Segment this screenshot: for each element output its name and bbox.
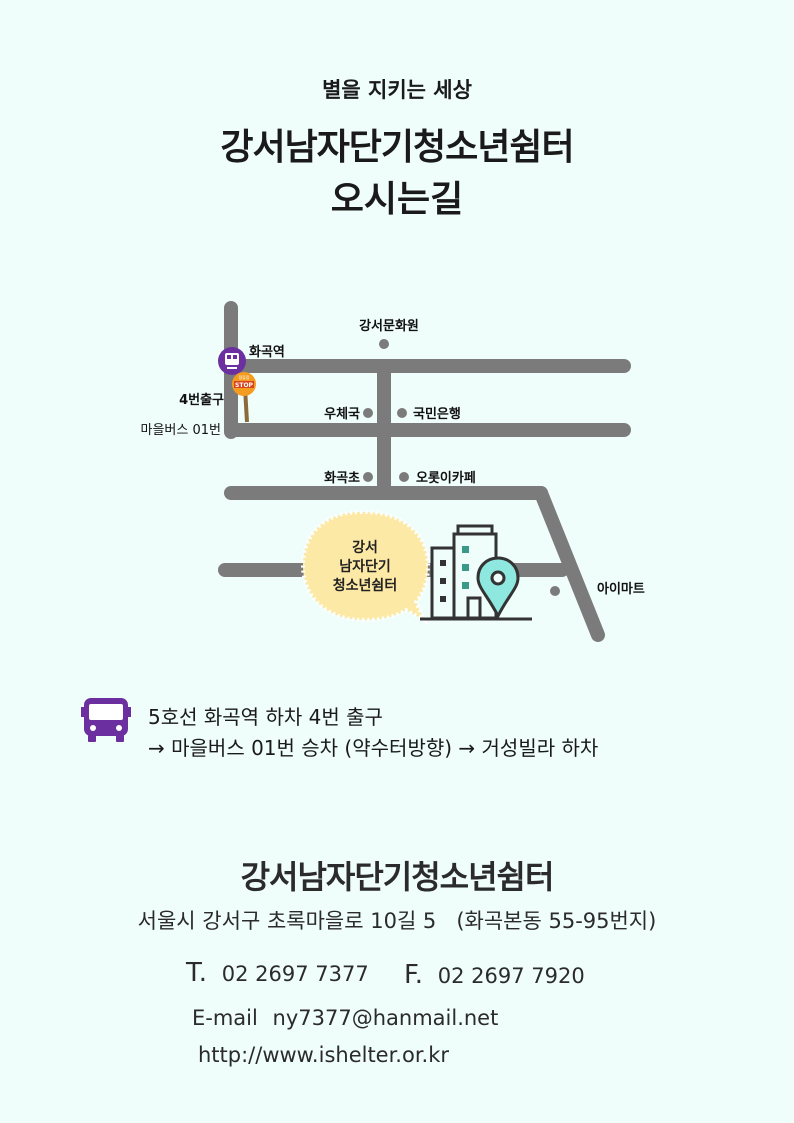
fax-number: 02 2697 7920 [437,964,585,988]
route-line-2: → 마을버스 01번 승차 (약수터방향) → 거성빌라 하차 [148,736,599,760]
subway-station-icon [218,347,246,375]
stop-sign-text: STOP [235,382,254,389]
page-title: 강서남자단기청소년쉼터 [220,127,574,168]
directions-map: 화곡역 STOP 정류장 4번출구 마을버스 01번 강서문화원 우체국 국민은… [141,301,645,642]
stop-sign-top-text: 정류장 [238,374,249,380]
landmark-dot [399,472,409,482]
bubble-line-1: 강서 [352,539,378,556]
route-description: 5호선 화곡역 하차 4번 출구 → 마을버스 01번 승차 (약수터방향) →… [148,702,598,764]
label-post-office: 우체국 [324,407,360,422]
label-exit4: 4번출구 [179,392,224,408]
tel-number: 02 2697 7377 [221,962,369,986]
address: 서울시 강서구 초록마을로 10길 5 (화곡본동 55-95번지) [137,909,657,933]
subtitle: 별을 지키는 세상 [322,78,472,102]
tel-row: T. 02 2697 7377 [186,958,369,988]
landmark-dot [379,339,389,349]
road-diagonal [534,486,605,642]
label-kookmin-bank: 국민은행 [413,406,461,422]
bubble-line-3: 청소년쉼터 [333,578,397,594]
label-culture-center: 강서문화원 [359,318,419,334]
label-imart: 아이마트 [597,581,645,597]
label-lotte-cafe: 오롯이카페 [416,470,476,486]
email-row: E-mail ny7377@hanmail.net [192,1006,498,1030]
page-title-sub: 오시는길 [330,179,464,220]
label-station: 화곡역 [249,344,285,360]
landmark-dot [550,586,560,596]
roads [218,301,631,642]
landmark-dot [363,472,373,482]
landmark-dot [397,408,407,418]
route-line-1: 5호선 화곡역 하차 4번 출구 [148,705,383,729]
location-pin-icon [476,556,520,620]
org-name: 강서남자단기청소년쉼터 [240,858,555,896]
bubble-line-2: 남자단기 [339,558,391,575]
bus-icon [81,698,131,742]
label-village-bus: 마을버스 01번 [141,423,221,438]
email-label: E-mail [192,1006,258,1030]
landmark-dot [363,408,373,418]
tel-label: T. [186,958,208,988]
label-school: 화곡초 [324,470,360,486]
fax-row: F. 02 2697 7920 [404,960,585,990]
website-link[interactable]: http://www.ishelter.or.kr [198,1043,450,1067]
bus-stop-sign-icon: STOP 정류장 [232,372,256,423]
fax-label: F. [404,960,424,990]
email-address[interactable]: ny7377@hanmail.net [272,1006,499,1030]
shelter-speech-bubble: 강서 남자단기 청소년쉼터 [300,509,431,625]
